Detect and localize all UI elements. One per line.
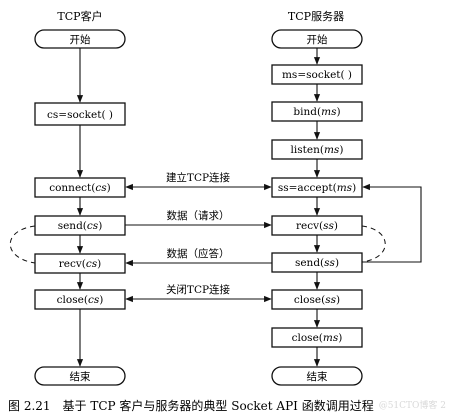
client-recv-label: recv(cs) xyxy=(59,258,102,270)
server-send-label: send(ss) xyxy=(295,257,339,269)
watermark: @51CTO博客 2 xyxy=(379,399,446,411)
connect-arrow-label: 建立TCP连接 xyxy=(166,171,231,184)
client-send-label: send(cs) xyxy=(58,220,103,232)
server-close-ss-label: close(ss) xyxy=(294,294,340,306)
client-close-label: close(cs) xyxy=(57,294,104,306)
server-bind-label: bind(ms) xyxy=(293,106,340,118)
client-socket-label: cs=socket( ) xyxy=(47,109,113,121)
client-end-terminal xyxy=(34,366,126,386)
server-recv-label: recv(ss) xyxy=(296,220,338,232)
server-loop-dashed-arc xyxy=(361,225,386,263)
close-connection-arrow-label: 关闭TCP连接 xyxy=(166,283,231,296)
figure-caption: 图 2.21 基于 TCP 客户与服务器的典型 Socket API 函数调用过… xyxy=(8,398,374,413)
server-loop-arrow xyxy=(362,183,422,263)
response-arrow-label: 数据（应答） xyxy=(167,247,230,260)
server-end-label: 结束 xyxy=(307,370,328,383)
client-column-title: TCP客户 xyxy=(57,9,102,23)
server-socket-label: ms=socket( ) xyxy=(282,69,352,81)
server-accept-label: ss=accept(ms) xyxy=(278,182,356,194)
client-loop-dashed-arc xyxy=(9,225,36,264)
server-close-ms-label: close(ms) xyxy=(292,332,343,344)
client-start-label: 开始 xyxy=(70,33,91,46)
request-arrow-label: 数据（请求） xyxy=(167,209,230,222)
client-end-label: 结束 xyxy=(70,370,91,383)
client-connect-label: connect(cs) xyxy=(49,182,111,194)
server-column-title: TCP服务器 xyxy=(288,10,344,23)
server-listen-label: listen(ms) xyxy=(291,144,344,156)
server-end-terminal xyxy=(271,366,363,386)
server-start-label: 开始 xyxy=(307,33,328,46)
